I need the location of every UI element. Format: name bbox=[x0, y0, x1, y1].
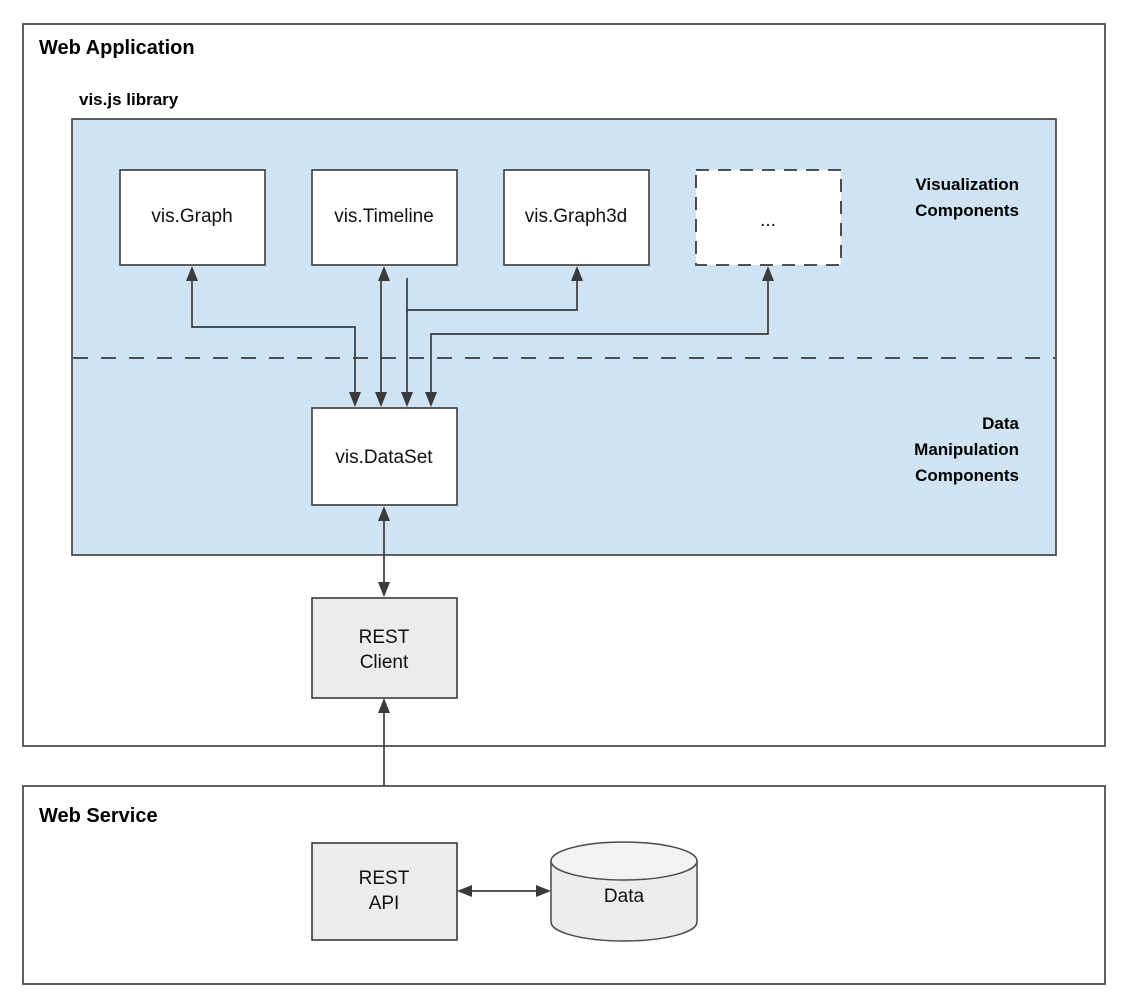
node-vis-graph3d-label: vis.Graph3d bbox=[525, 206, 627, 227]
node-rest-api-label-line1: REST bbox=[359, 868, 410, 889]
node-vis-graph[interactable] bbox=[119, 169, 266, 266]
arrowhead-to-more-components bbox=[762, 266, 774, 281]
vis-js-library-title: vis.js library bbox=[79, 90, 179, 109]
node-data-store[interactable]: Data bbox=[550, 841, 698, 942]
node-rest-client-label-line2: Client bbox=[360, 652, 409, 673]
arrowhead-to-rest-client-bottom bbox=[378, 698, 390, 713]
node-rest-client-label-line1: REST bbox=[359, 627, 410, 648]
web-service-title: Web Service bbox=[39, 805, 158, 827]
node-vis-graph3d[interactable] bbox=[503, 169, 650, 266]
arrowhead-to-dataset-from-client bbox=[378, 506, 390, 521]
node-vis-graph-label: vis.Graph bbox=[151, 206, 232, 227]
arrowhead-dataset-from-graph bbox=[349, 392, 361, 407]
arrowhead-dataset-from-graph3d bbox=[401, 392, 413, 407]
arrowhead-to-vis-graph bbox=[186, 266, 198, 281]
arrowhead-to-rest-client bbox=[378, 582, 390, 597]
node-rest-api-label-line2: API bbox=[369, 893, 400, 914]
data-manipulation-label-line1: Data bbox=[982, 414, 1019, 433]
node-more-components-label: ... bbox=[760, 210, 776, 231]
arrowhead-to-vis-timeline bbox=[378, 266, 390, 281]
node-more-components[interactable] bbox=[695, 169, 842, 266]
data-manipulation-label-line3: Components bbox=[915, 466, 1019, 485]
connector-vis-graph-dataset bbox=[191, 278, 356, 396]
visualization-components-label-line2: Components bbox=[915, 201, 1019, 220]
data-manipulation-label-line2: Manipulation bbox=[914, 440, 1019, 459]
arrowhead-to-vis-graph3d bbox=[571, 266, 583, 281]
arrowhead-dataset-from-timeline bbox=[375, 392, 387, 407]
arrowhead-to-data-store bbox=[536, 885, 551, 897]
node-rest-api[interactable] bbox=[311, 842, 458, 941]
node-data-store-label: Data bbox=[604, 886, 645, 907]
web-application-title: Web Application bbox=[39, 37, 195, 59]
node-vis-dataset-label: vis.DataSet bbox=[335, 447, 433, 468]
connector-more-components-dataset bbox=[430, 278, 769, 396]
arrowhead-dataset-from-more bbox=[425, 392, 437, 407]
connector-vis-graph3d-dataset bbox=[406, 278, 578, 396]
arrowhead-to-rest-api-right bbox=[457, 885, 472, 897]
data-store-body bbox=[550, 860, 698, 942]
data-store-top bbox=[550, 841, 698, 881]
node-vis-timeline-label: vis.Timeline bbox=[334, 206, 434, 227]
node-rest-client[interactable] bbox=[311, 597, 458, 699]
node-vis-timeline[interactable] bbox=[311, 169, 458, 266]
node-vis-dataset[interactable] bbox=[311, 407, 458, 506]
visualization-components-label-line1: Visualization bbox=[915, 175, 1019, 194]
